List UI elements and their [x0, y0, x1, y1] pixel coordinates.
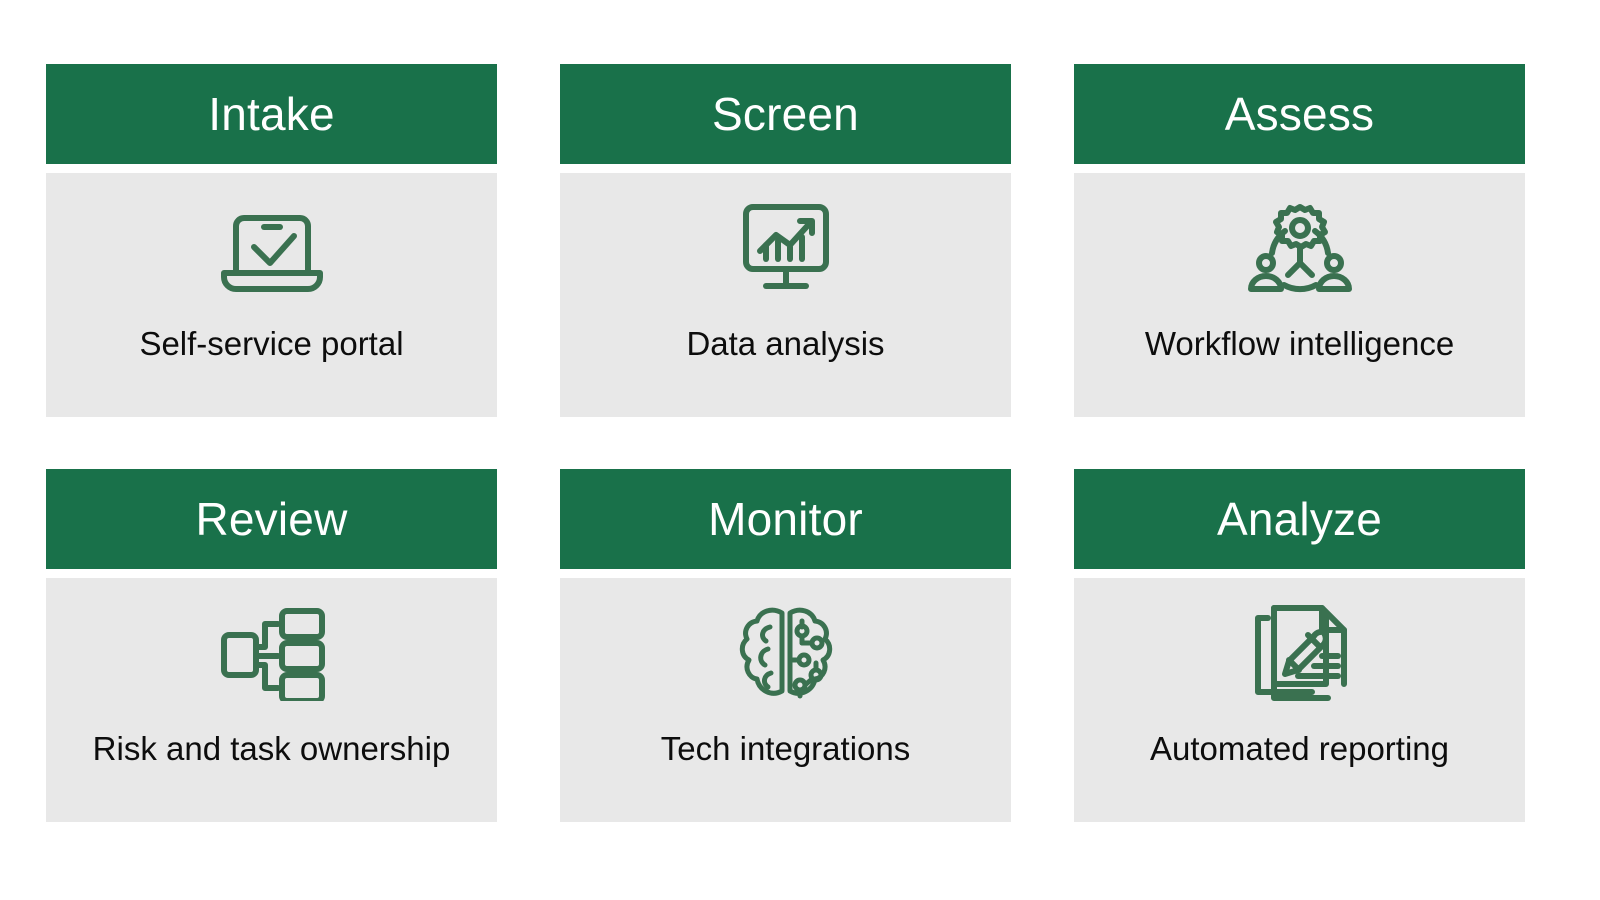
documents-pencil-icon: [1240, 598, 1360, 708]
stage-card-body: Risk and task ownership: [46, 578, 497, 822]
stage-card-body: Automated reporting: [1074, 578, 1525, 822]
stage-card-assess[interactable]: Assess: [1074, 64, 1525, 417]
stage-card-analyze[interactable]: Analyze: [1074, 469, 1525, 822]
laptop-check-icon: [212, 193, 332, 303]
brain-circuit-icon: [726, 598, 846, 708]
stage-card-label: Tech integrations: [660, 730, 911, 767]
stage-card-title: Screen: [712, 88, 859, 140]
stage-card-label: Self-service portal: [139, 325, 404, 362]
stage-card-body: Tech integrations: [560, 578, 1011, 822]
stage-card-label: Risk and task ownership: [92, 730, 451, 767]
stage-card-title: Assess: [1224, 88, 1375, 140]
stage-card-title: Intake: [208, 88, 335, 140]
stage-card-label: Workflow intelligence: [1144, 325, 1455, 362]
stage-card-body: Data analysis: [560, 173, 1011, 417]
stage-card-body: Self-service portal: [46, 173, 497, 417]
gear-people-network-icon: [1240, 193, 1360, 303]
stage-card-header: Screen: [560, 64, 1011, 164]
stage-card-intake[interactable]: Intake Self-service portal: [46, 64, 497, 417]
stage-card-label: Automated reporting: [1149, 730, 1449, 767]
stage-card-review[interactable]: Review Risk and task ownership: [46, 469, 497, 822]
hierarchy-branch-icon: [212, 598, 332, 708]
stage-card-header: Intake: [46, 64, 497, 164]
stage-card-header: Review: [46, 469, 497, 569]
stage-card-grid: Intake Self-service portal Screen: [46, 64, 1554, 822]
stage-card-monitor[interactable]: Monitor: [560, 469, 1011, 822]
stage-card-title: Analyze: [1216, 493, 1383, 545]
stage-card-body: Workflow intelligence: [1074, 173, 1525, 417]
stage-card-label: Data analysis: [686, 325, 885, 362]
stage-card-screen[interactable]: Screen Data analysis: [560, 64, 1011, 417]
monitor-chart-icon: [726, 193, 846, 303]
stage-card-title: Monitor: [708, 493, 863, 545]
stage-card-title: Review: [195, 493, 348, 545]
stage-card-header: Assess: [1074, 64, 1525, 164]
stage-card-header: Analyze: [1074, 469, 1525, 569]
stage-card-header: Monitor: [560, 469, 1011, 569]
